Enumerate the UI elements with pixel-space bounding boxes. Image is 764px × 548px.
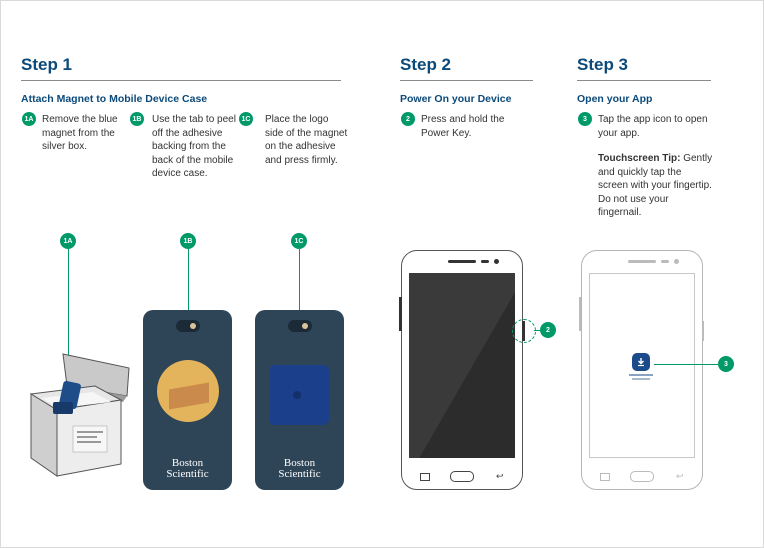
step3-subtitle: Open your App — [577, 93, 653, 105]
phone-screen — [409, 273, 515, 458]
camera-cutout-icon — [288, 320, 312, 332]
brand-line2: Scientific — [278, 468, 321, 480]
instruction-2: Press and hold the Power Key. — [421, 114, 505, 139]
step2-title: Step 2 — [400, 55, 452, 74]
badge-3: 3 — [578, 112, 592, 126]
callout-1a-line — [68, 249, 69, 389]
callout-2-line — [534, 330, 540, 331]
tip-text: Gently and quickly tap the screen with y… — [598, 153, 713, 218]
touchscreen-tip: Touchscreen Tip: Gently and quickly tap … — [598, 152, 714, 220]
back-icon: ↩ — [496, 471, 504, 481]
callout-1b: 1B — [180, 233, 196, 249]
power-key-highlight — [512, 319, 536, 343]
brand-logo-1c: Boston Scientific — [255, 458, 344, 480]
tip-label: Touchscreen Tip: — [598, 153, 681, 164]
callout-3-line — [654, 364, 718, 365]
callout-1a: 1A — [60, 233, 76, 249]
silver-box-icon — [29, 353, 130, 477]
badge-1c: 1C — [239, 112, 253, 126]
callout-2: 2 — [540, 322, 556, 338]
app-icon[interactable] — [632, 353, 650, 371]
camera-cutout-icon — [176, 320, 200, 332]
back-icon: ↩ — [676, 471, 684, 481]
badge-1b: 1B — [130, 112, 144, 126]
silver-box-illustration — [23, 346, 135, 494]
badge-2: 2 — [401, 112, 415, 126]
brand-line2: Scientific — [166, 468, 209, 480]
step1-subtitle: Attach Magnet to Mobile Device Case — [21, 93, 208, 105]
volume-key-icon — [399, 297, 402, 331]
step2-subtitle: Power On your Device — [400, 93, 512, 105]
instruction-1a: Remove the blue magnet from the silver b… — [42, 114, 118, 152]
speaker-icon — [448, 260, 476, 263]
callout-3: 3 — [718, 356, 734, 372]
instruction-3: Tap the app icon to open your app. — [598, 114, 708, 139]
step1-rule — [21, 80, 341, 81]
badge-1a: 1A — [22, 112, 36, 126]
recent-apps-icon — [420, 473, 430, 481]
home-button-icon — [630, 471, 654, 482]
brand-line1: Boston — [171, 457, 204, 469]
app-label-icon — [629, 374, 653, 376]
callout-1c: 1C — [291, 233, 307, 249]
instruction-1c: Place the logo side of the magnet on the… — [265, 114, 348, 166]
instruction-1b: Use the tab to peel off the adhesive bac… — [152, 114, 236, 179]
step2-rule — [400, 80, 533, 81]
step3-rule — [577, 80, 711, 81]
home-button-icon — [450, 471, 474, 482]
recent-apps-icon — [600, 473, 610, 481]
brand-line1: Boston — [283, 457, 316, 469]
phone-case-1b: Boston Scientific — [143, 310, 232, 490]
download-arrow-icon — [638, 358, 644, 367]
magnet-icon — [269, 365, 329, 425]
phone-case-1c: Boston Scientific — [255, 310, 344, 490]
brand-logo-1b: Boston Scientific — [143, 458, 232, 480]
step1-title: Step 1 — [21, 55, 73, 74]
step3-title: Step 3 — [577, 55, 629, 74]
phone-step2: ↩ — [401, 250, 523, 490]
adhesive-backing-icon — [157, 360, 219, 422]
